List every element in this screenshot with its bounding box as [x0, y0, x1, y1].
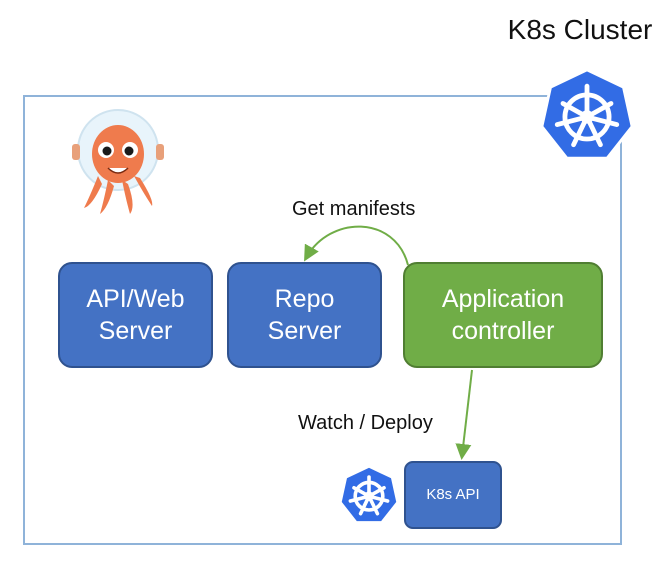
repo-server-node: Repo Server	[227, 262, 382, 368]
k8s-cluster-boundary	[23, 95, 622, 545]
watch-deploy-arrow	[455, 369, 473, 460]
api-web-server-node: API/Web Server	[58, 262, 213, 368]
k8s-api-node: K8s API	[404, 461, 502, 529]
application-controller-node: Application controller	[403, 262, 603, 368]
watch-deploy-label: Watch / Deploy	[298, 412, 433, 434]
k8s-api-logo-icon	[339, 465, 399, 523]
kubernetes-logo-icon	[540, 68, 634, 160]
get-manifests-arrow	[304, 225, 409, 266]
argo-octopus-icon	[72, 109, 164, 214]
get-manifests-label: Get manifests	[292, 198, 416, 220]
cluster-title: K8s Cluster	[507, 14, 653, 45]
